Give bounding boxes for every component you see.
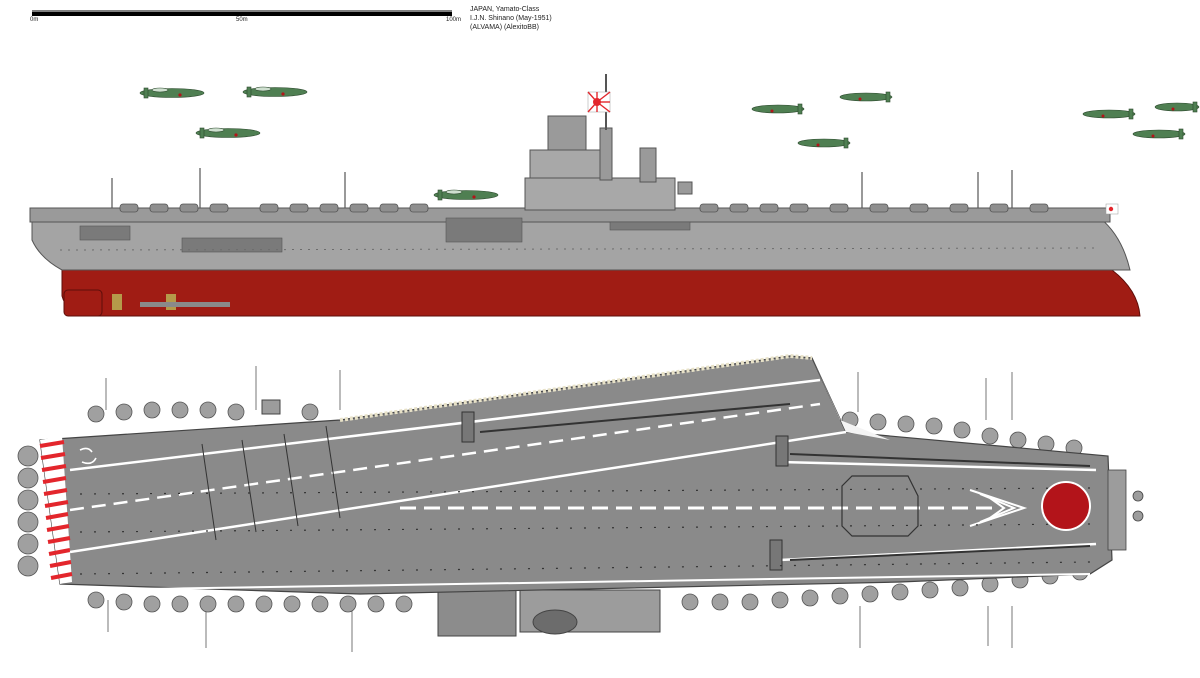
aircraft-formation — [139, 86, 1200, 201]
deck-edge-stripe — [339, 353, 813, 422]
aircraft-icon — [139, 87, 205, 99]
drawing-caption: JAPAN, Yamato-Class I.J.N. Shinano (May-… — [470, 5, 552, 32]
stern-ramp-stripes — [39, 436, 73, 584]
centre-elevator — [841, 475, 919, 537]
caption-line-1: JAPAN, Yamato-Class — [470, 6, 540, 13]
catapult-tracks — [461, 403, 1091, 571]
hull-upper-gray — [31, 217, 1131, 271]
aircraft-icon — [433, 189, 499, 201]
island-superstructure — [524, 74, 693, 211]
caption-line-2: I.J.N. Shinano (May-1951) — [470, 15, 552, 22]
aircraft-icon — [1132, 128, 1186, 140]
aircraft-icon — [1154, 101, 1200, 113]
bow-fittings — [1107, 469, 1144, 551]
hangar-openings — [79, 217, 691, 253]
island-footprint — [261, 399, 661, 637]
aircraft-icon — [797, 137, 851, 149]
bow-flag — [1105, 203, 1119, 215]
aircraft-icon — [751, 103, 805, 115]
aircraft-icon — [1082, 108, 1136, 120]
porthole-line — [59, 247, 1101, 251]
antenna-masts — [105, 366, 1013, 652]
deck-markings — [69, 378, 1097, 591]
gun-sponsons — [119, 203, 1049, 213]
hinomaru-roundel — [1041, 481, 1091, 531]
deck-masts — [111, 168, 1013, 210]
scale-bar: 0m 50m 100m — [0, 0, 470, 30]
scale-label-50: 50m — [236, 17, 248, 23]
scale-label-100: 100m — [446, 17, 462, 23]
bow-direction-arrow — [969, 489, 1028, 527]
tie-down-points — [79, 487, 1091, 575]
gun-tubs — [17, 401, 1089, 613]
propeller-assembly — [63, 289, 230, 317]
naval-ensign-flag — [587, 91, 611, 113]
stern-marking — [79, 447, 97, 465]
scale-bar-graphic — [32, 10, 452, 16]
aircraft-icon — [195, 127, 261, 139]
scale-label-0: 0m — [30, 17, 39, 23]
aircraft-icon — [242, 86, 308, 98]
aircraft-icon — [839, 91, 893, 103]
arrestor-wires — [201, 425, 341, 541]
caption-line-3: (ALVAMA) (AlexitoBB) — [470, 24, 539, 31]
